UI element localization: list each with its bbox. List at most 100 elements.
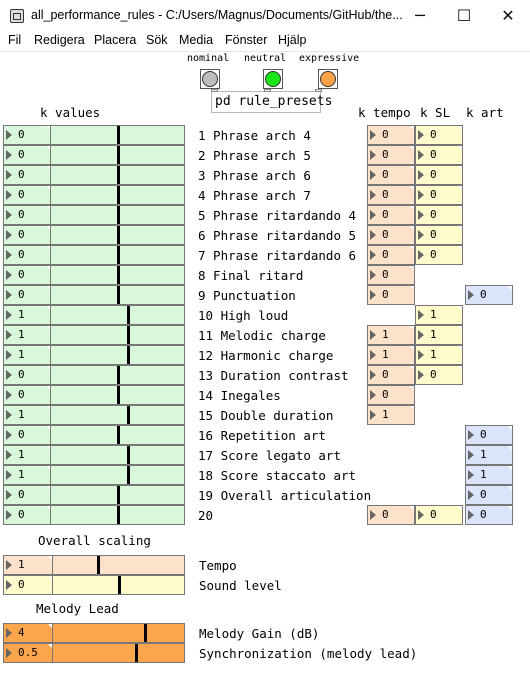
- k-value-numbox[interactable]: 1: [3, 405, 51, 425]
- slider-knob[interactable]: [117, 146, 120, 164]
- k-value-slider[interactable]: [50, 385, 185, 405]
- k-tempo-numbox[interactable]: 0: [367, 145, 415, 165]
- k-art-numbox[interactable]: 0: [465, 485, 513, 505]
- scaling-numbox[interactable]: 0: [3, 575, 53, 595]
- k-sl-numbox[interactable]: 0: [415, 245, 463, 265]
- k-value-slider[interactable]: [50, 365, 185, 385]
- slider-knob[interactable]: [117, 486, 120, 504]
- slider-knob[interactable]: [117, 286, 120, 304]
- k-value-numbox[interactable]: 0: [3, 485, 51, 505]
- slider-knob[interactable]: [144, 624, 147, 642]
- k-sl-numbox[interactable]: 1: [415, 345, 463, 365]
- menu-put[interactable]: Placera: [94, 33, 137, 47]
- menu-find[interactable]: Sök: [146, 33, 168, 47]
- slider-knob[interactable]: [117, 166, 120, 184]
- k-tempo-numbox[interactable]: 1: [367, 325, 415, 345]
- k-sl-numbox[interactable]: 0: [415, 365, 463, 385]
- menu-file[interactable]: Fil: [8, 33, 22, 47]
- k-sl-numbox[interactable]: 0: [415, 165, 463, 185]
- maximize-button[interactable]: ☐: [456, 6, 472, 25]
- slider-knob[interactable]: [127, 306, 130, 324]
- slider-knob[interactable]: [117, 126, 120, 144]
- k-value-slider[interactable]: [50, 145, 185, 165]
- slider-knob[interactable]: [117, 426, 120, 444]
- k-tempo-numbox[interactable]: 0: [367, 285, 415, 305]
- k-tempo-numbox[interactable]: 1: [367, 345, 415, 365]
- k-value-slider[interactable]: [50, 185, 185, 205]
- k-value-numbox[interactable]: 1: [3, 465, 51, 485]
- k-value-numbox[interactable]: 0: [3, 245, 51, 265]
- k-tempo-numbox[interactable]: 0: [367, 185, 415, 205]
- k-value-numbox[interactable]: 0: [3, 165, 51, 185]
- k-value-slider[interactable]: [50, 305, 185, 325]
- k-sl-numbox[interactable]: 1: [415, 325, 463, 345]
- k-art-numbox[interactable]: 0: [465, 285, 513, 305]
- pd-rule-presets-object[interactable]: pd rule_presets: [211, 89, 332, 113]
- slider-knob[interactable]: [118, 576, 121, 594]
- neutral-preset-bang[interactable]: [263, 69, 283, 89]
- k-sl-numbox[interactable]: 0: [415, 505, 463, 525]
- melody-slider[interactable]: [52, 643, 185, 663]
- k-tempo-numbox[interactable]: 0: [367, 365, 415, 385]
- k-tempo-numbox[interactable]: 0: [367, 205, 415, 225]
- k-value-slider[interactable]: [50, 325, 185, 345]
- slider-knob[interactable]: [127, 326, 130, 344]
- k-value-numbox[interactable]: 0: [3, 185, 51, 205]
- expressive-preset-bang[interactable]: [318, 69, 338, 89]
- slider-knob[interactable]: [117, 186, 120, 204]
- k-tempo-numbox[interactable]: 0: [367, 165, 415, 185]
- k-art-numbox[interactable]: 1: [465, 465, 513, 485]
- slider-knob[interactable]: [97, 556, 100, 574]
- k-value-slider[interactable]: [50, 285, 185, 305]
- k-value-slider[interactable]: [50, 165, 185, 185]
- k-value-numbox[interactable]: 1: [3, 445, 51, 465]
- k-tempo-numbox[interactable]: 0: [367, 245, 415, 265]
- scaling-slider[interactable]: [52, 555, 185, 575]
- k-value-numbox[interactable]: 0: [3, 425, 51, 445]
- melody-slider[interactable]: [52, 623, 185, 643]
- k-value-slider[interactable]: [50, 345, 185, 365]
- k-tempo-numbox[interactable]: 0: [367, 505, 415, 525]
- k-value-numbox[interactable]: 0: [3, 385, 51, 405]
- scaling-numbox[interactable]: 1: [3, 555, 53, 575]
- slider-knob[interactable]: [117, 226, 120, 244]
- k-value-numbox[interactable]: 0: [3, 505, 51, 525]
- k-value-slider[interactable]: [50, 405, 185, 425]
- menu-media[interactable]: Media: [179, 33, 214, 47]
- k-sl-numbox[interactable]: 1: [415, 305, 463, 325]
- k-value-slider[interactable]: [50, 465, 185, 485]
- k-value-numbox[interactable]: 0: [3, 225, 51, 245]
- slider-knob[interactable]: [127, 346, 130, 364]
- slider-knob[interactable]: [127, 466, 130, 484]
- menu-window[interactable]: Fönster: [225, 33, 268, 47]
- k-sl-numbox[interactable]: 0: [415, 225, 463, 245]
- k-sl-numbox[interactable]: 0: [415, 145, 463, 165]
- k-tempo-numbox[interactable]: 1: [367, 405, 415, 425]
- melody-numbox[interactable]: 0.5: [3, 643, 53, 663]
- slider-knob[interactable]: [127, 406, 130, 424]
- k-value-slider[interactable]: [50, 425, 185, 445]
- k-value-numbox[interactable]: 0: [3, 285, 51, 305]
- k-art-numbox[interactable]: 1: [465, 445, 513, 465]
- nominal-preset-bang[interactable]: [200, 69, 220, 89]
- scaling-slider[interactable]: [52, 575, 185, 595]
- k-sl-numbox[interactable]: 0: [415, 125, 463, 145]
- slider-knob[interactable]: [117, 506, 120, 524]
- k-art-numbox[interactable]: 0: [465, 505, 513, 525]
- k-value-numbox[interactable]: 0: [3, 145, 51, 165]
- k-value-slider[interactable]: [50, 125, 185, 145]
- slider-knob[interactable]: [117, 266, 120, 284]
- k-value-numbox[interactable]: 1: [3, 325, 51, 345]
- k-value-slider[interactable]: [50, 205, 185, 225]
- k-art-numbox[interactable]: 0: [465, 425, 513, 445]
- k-value-numbox[interactable]: 1: [3, 345, 51, 365]
- k-value-numbox[interactable]: 1: [3, 305, 51, 325]
- k-value-numbox[interactable]: 0: [3, 205, 51, 225]
- k-tempo-numbox[interactable]: 0: [367, 265, 415, 285]
- k-value-slider[interactable]: [50, 265, 185, 285]
- k-value-numbox[interactable]: 0: [3, 125, 51, 145]
- menu-edit[interactable]: Redigera: [34, 33, 85, 47]
- k-sl-numbox[interactable]: 0: [415, 185, 463, 205]
- slider-knob[interactable]: [117, 246, 120, 264]
- k-value-slider[interactable]: [50, 445, 185, 465]
